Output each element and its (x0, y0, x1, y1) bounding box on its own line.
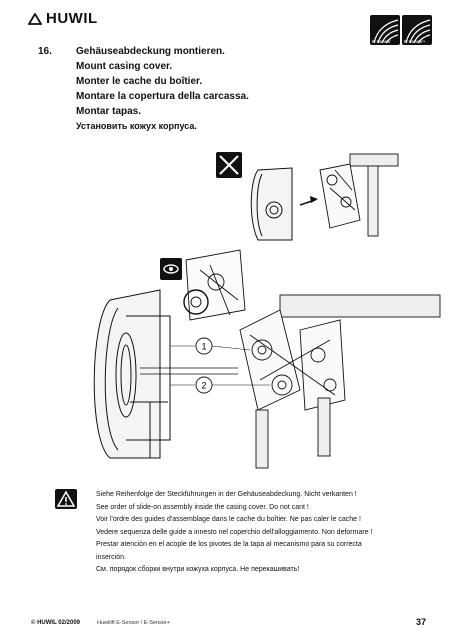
cover-top (250, 167, 293, 241)
page-number: 37 (415, 617, 426, 627)
note-line: Siehe Reihenfolge der Steckführungen in … (96, 491, 357, 498)
mechanism-main (239, 294, 441, 469)
title-es: Montar tapas. (76, 106, 142, 117)
assembly-illustration: 1 2 (93, 152, 441, 469)
footer-copyright: © HUWIL 02/2009 (31, 620, 80, 626)
warning-icon (55, 489, 77, 509)
waves-icon (405, 19, 431, 44)
note-line: См. порядок сборки внутри кожуха корпуса… (96, 566, 300, 573)
footer-product: Huwilift E-Sensor / E-Sensor+ (97, 620, 170, 626)
title-ru: Установить кожух корпуса. (76, 121, 197, 131)
note-line: See order of slide-on assembly inside th… (96, 503, 309, 511)
warning-note: Siehe Reihenfolge der Steckführungen in … (96, 489, 426, 577)
title-it: Montare la copertura della carcassa. (76, 91, 249, 102)
note-line: inserción. (96, 553, 126, 561)
mechanism-top (319, 153, 399, 237)
eye-icon (160, 258, 182, 280)
callout-2-label: 2 (201, 381, 206, 391)
callout-1: 1 (170, 337, 251, 355)
title-de: Gehäuseabdeckung montieren. (76, 46, 225, 57)
badge-label: E-Sensor+ (404, 39, 426, 44)
cover-large (93, 289, 238, 459)
note-line: Vedere sequenza delle guide a innesto ne… (96, 528, 373, 536)
badge-label: E-Sensor (372, 39, 391, 44)
brand-triangle-icon (28, 12, 42, 25)
title-en: Mount casing cover. (76, 61, 173, 72)
zoom-detail (183, 249, 246, 321)
brand-name: HUWIL (46, 10, 98, 27)
no-tool-icon (216, 152, 242, 178)
step-titles: Gehäuseabdeckung montieren. Mount casing… (76, 44, 249, 134)
e-sensor-plus-badge: E-Sensor+ (402, 15, 432, 45)
direction-arrow (299, 196, 318, 206)
callout-1-label: 1 (201, 342, 206, 352)
e-sensor-badge: E-Sensor (370, 15, 400, 45)
note-line: Prestar atención en el acople de los piv… (96, 541, 362, 548)
brand-logo: HUWIL (28, 10, 98, 27)
waves-icon (373, 19, 399, 44)
callout-2: 2 (170, 376, 270, 394)
step-number: 16. (38, 46, 52, 57)
title-fr: Monter le cache du boîtier. (76, 76, 203, 87)
note-line: Voir l'ordre des guides d'assemblage dan… (96, 516, 361, 523)
